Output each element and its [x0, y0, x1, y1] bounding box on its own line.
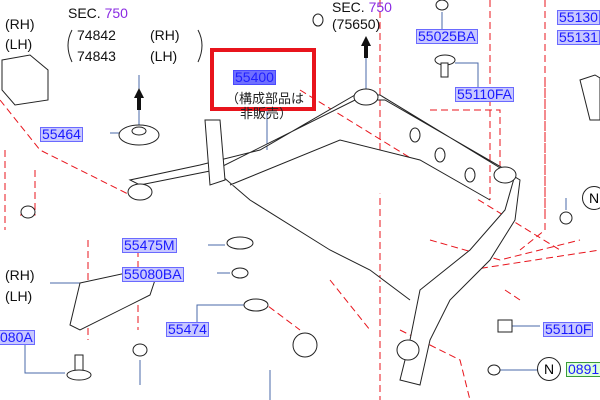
sec-number[interactable]: 750 [104, 5, 128, 21]
arrow-icons [134, 36, 371, 110]
part-55110F[interactable]: 55110F [543, 321, 594, 337]
part-55130[interactable]: 55130 [557, 9, 600, 25]
section-ref-left[interactable]: SEC. 750 [68, 6, 128, 21]
part-74842: 74842 [77, 27, 116, 43]
rh-label: (RH) [5, 16, 35, 32]
note-line1: （構成部品は [226, 91, 305, 106]
part-74843: 74843 [77, 48, 116, 64]
arrow-up-icon [134, 88, 144, 110]
highlight-box [210, 48, 316, 111]
part-55080BA[interactable]: 55080BA [122, 266, 184, 282]
part-55025BA[interactable]: 55025BA [416, 28, 478, 44]
lh-label: (LH) [5, 36, 33, 52]
small-parts [1, 0, 600, 381]
note-line2: 非販売） [240, 106, 293, 121]
n-mark-icon: N [582, 186, 600, 210]
sec-label: SEC. [68, 5, 101, 21]
rh-label: (RH) [150, 27, 180, 43]
sec-label: SEC. [332, 0, 365, 15]
lh-label: (LH) [150, 48, 178, 64]
arrow-up-icon [361, 36, 371, 58]
part-55131[interactable]: 55131 [557, 29, 600, 45]
subframe [127, 88, 521, 386]
section-ref-75650: (75650) [332, 16, 381, 32]
part-0891[interactable]: 0891 [566, 361, 600, 377]
left-paren [67, 29, 73, 63]
section-ref-right[interactable]: SEC. 750 [332, 0, 392, 15]
part-55474[interactable]: 55474 [166, 321, 209, 337]
arm-lh-label: (LH) [5, 288, 33, 304]
part-55400[interactable]: 55400 [233, 69, 276, 85]
sec-number[interactable]: 750 [368, 0, 392, 15]
part-55080A[interactable]: 080A [0, 329, 35, 345]
arm-rh-label: (RH) [5, 267, 35, 283]
part-55464[interactable]: 55464 [40, 126, 83, 142]
part-55110FA[interactable]: 55110FA [455, 86, 515, 102]
n-mark-icon: N [537, 357, 561, 381]
part-55475M[interactable]: 55475M [122, 237, 177, 253]
right-paren [197, 29, 203, 63]
